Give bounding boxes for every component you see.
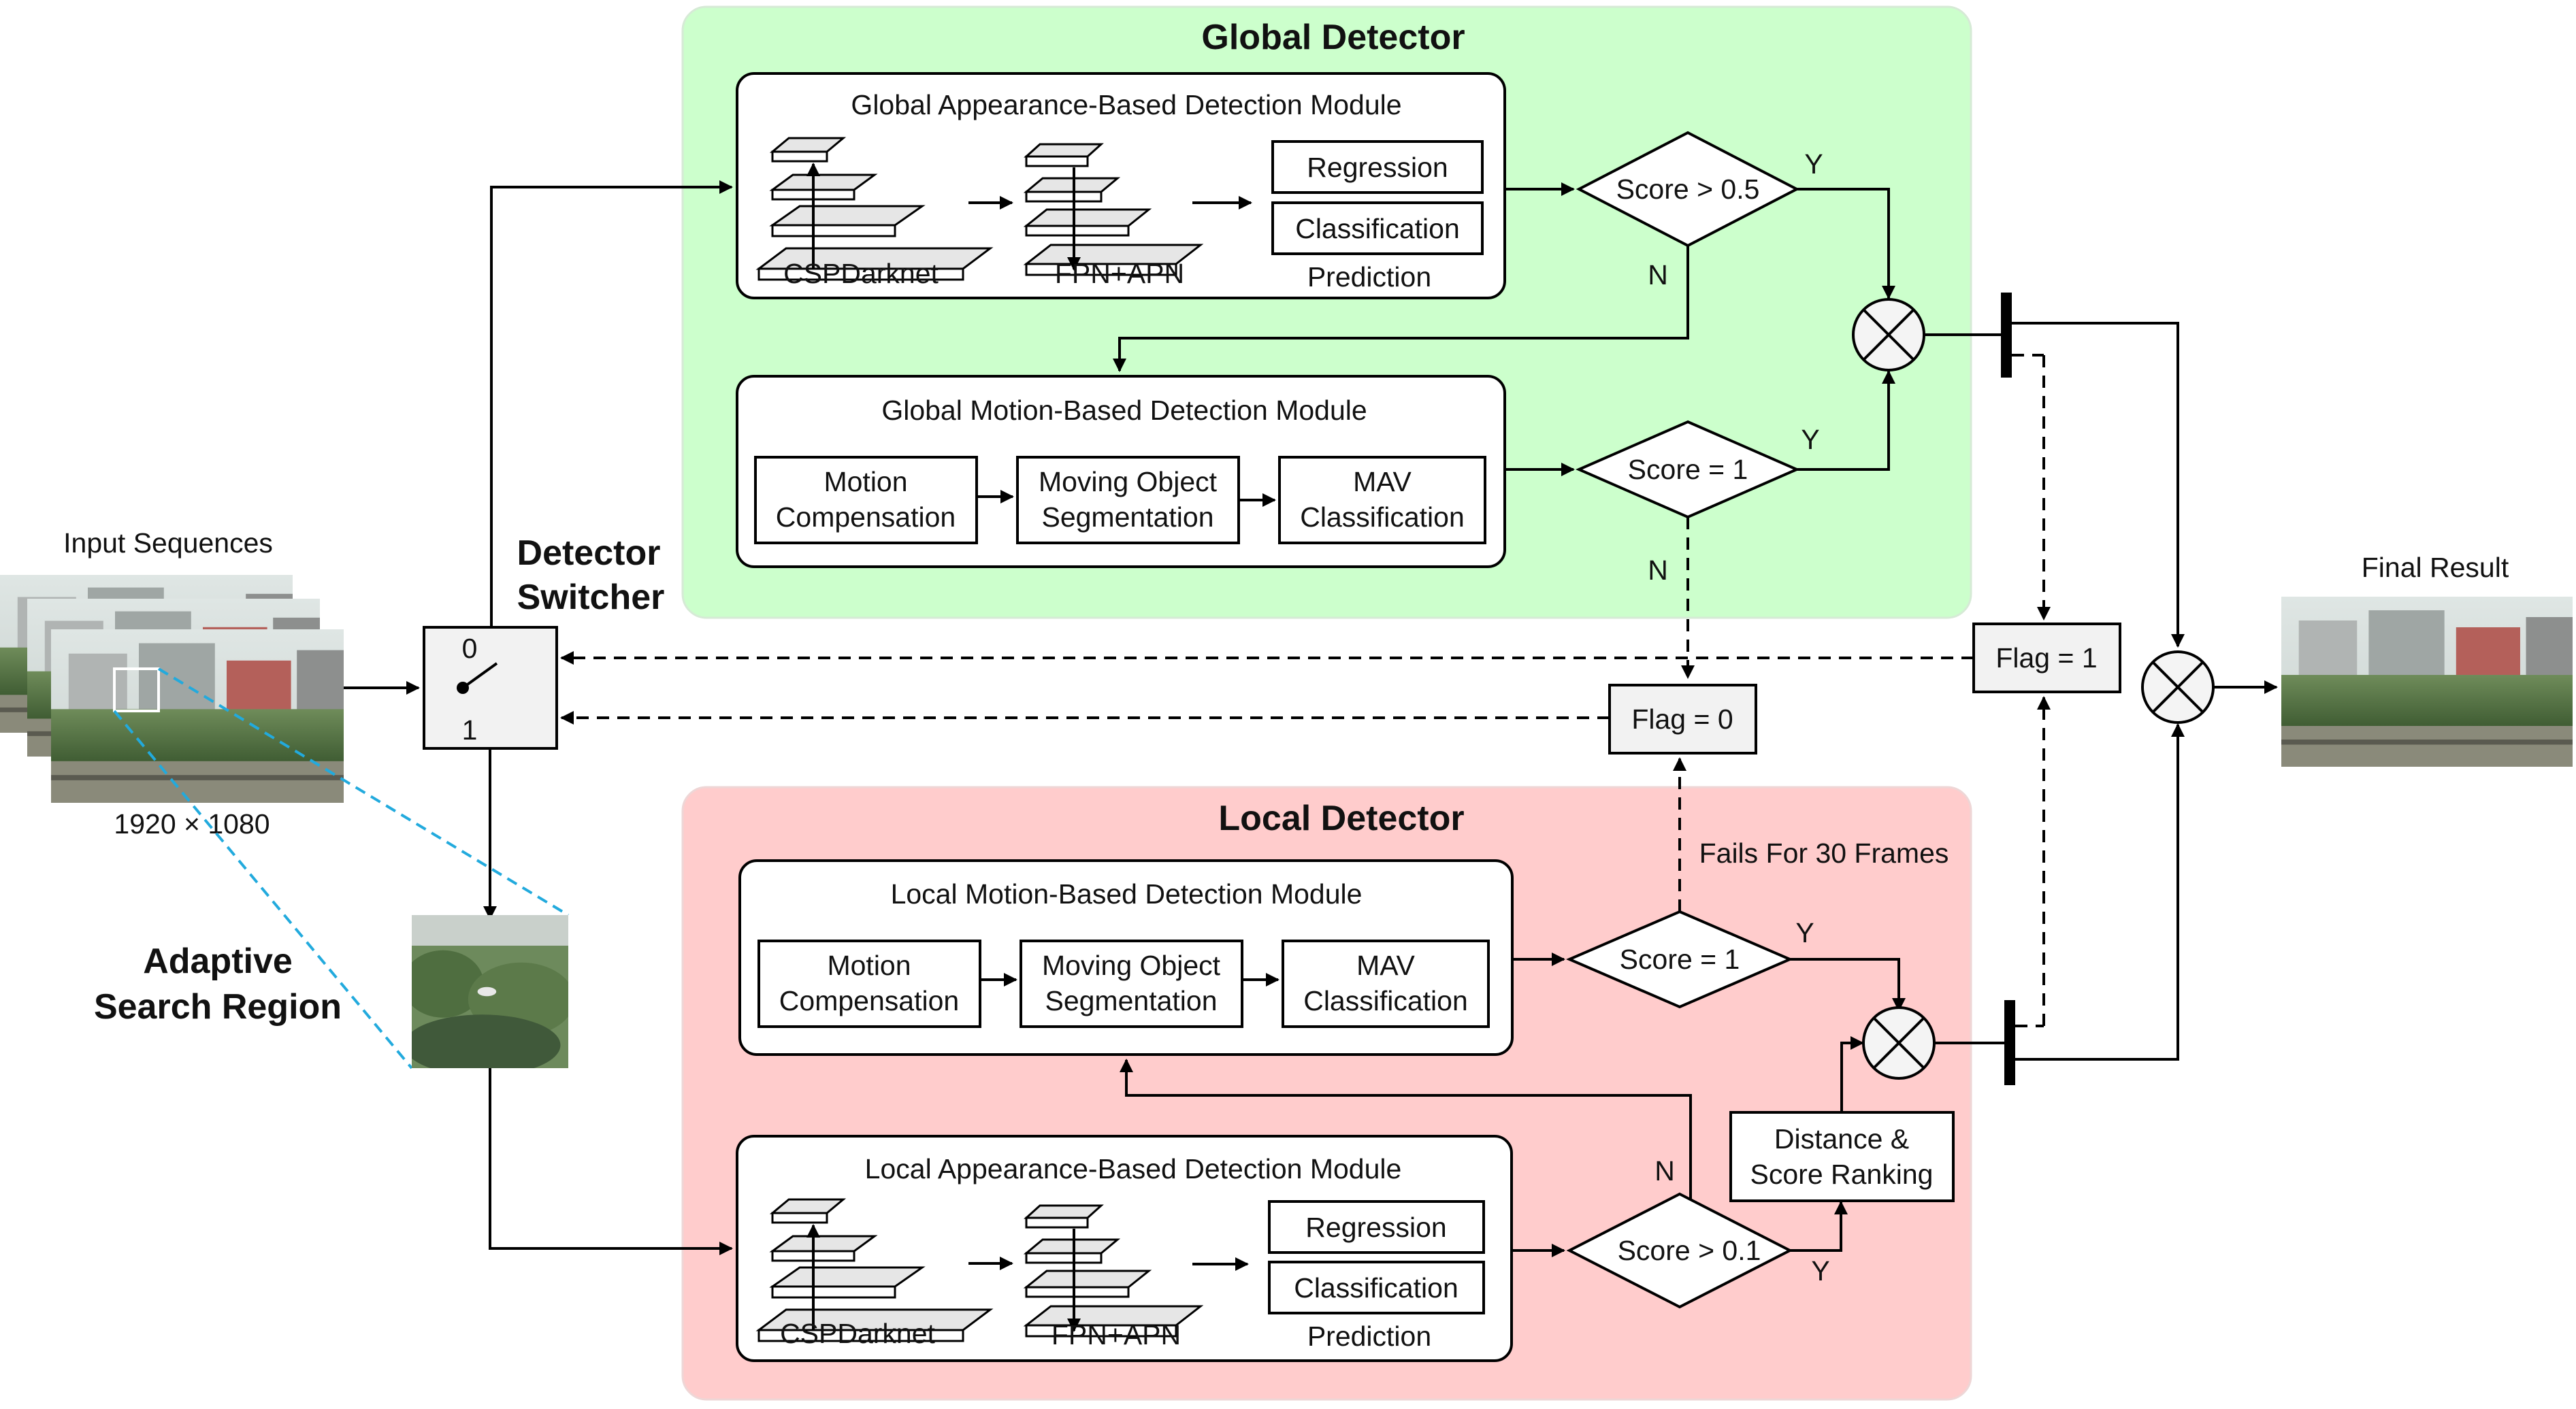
local-appearance-title: Local Appearance-Based Detection Module	[865, 1153, 1402, 1184]
fails-label: Fails For 30 Frames	[1699, 838, 1949, 869]
global-output-gate	[2001, 293, 2012, 378]
local-combiner-icon	[1862, 1006, 1936, 1080]
ranking-line1: Distance &	[1774, 1123, 1909, 1155]
local-score-label: Score > 0.1	[1618, 1235, 1761, 1266]
local-classification-box	[1268, 1261, 1485, 1314]
global-combiner-icon	[1852, 298, 1925, 371]
global-motion-step3-line1: MAV	[1353, 466, 1412, 497]
local-fpn-apn-icon	[1023, 1204, 1204, 1338]
global-motion-yes: Y	[1801, 424, 1819, 455]
local-backbone-label: CSPDarknet	[780, 1318, 935, 1349]
global-neck-label: FPN+APN	[1055, 258, 1184, 289]
global-classification-box	[1271, 201, 1484, 255]
global-motion-step1-line2: Compensation	[776, 501, 956, 533]
global-appearance-title: Global Appearance-Based Detection Module	[851, 89, 1401, 120]
global-detector-title: Global Detector	[1201, 18, 1465, 57]
local-motion-step2-line1: Moving Object	[1042, 950, 1221, 981]
local-motion-module: Local Motion-Based Detection Module Moti…	[738, 859, 1514, 1056]
global-motion-step3-line2: Classification	[1300, 501, 1465, 533]
local-motion-score-label: Score = 1	[1620, 944, 1740, 975]
global-classification-label: Classification	[1295, 213, 1460, 244]
ranking-line2: Score Ranking	[1750, 1159, 1934, 1190]
search-region-title-line2: Search Region	[94, 987, 342, 1027]
search-region-crop	[412, 915, 568, 1068]
local-motion-step1-line1: Motion	[827, 950, 911, 981]
global-prediction-label: Prediction	[1307, 261, 1431, 293]
ranking-box	[1729, 1111, 1955, 1202]
final-combiner-icon	[2141, 650, 2215, 724]
search-region-zoom-lines	[113, 667, 570, 1070]
input-resolution-label: 1920 × 1080	[114, 808, 270, 840]
flag-0-label: Flag = 0	[1631, 703, 1733, 735]
local-score-no: N	[1654, 1155, 1675, 1187]
detector-switcher-box	[423, 626, 558, 750]
search-region-title-line1: Adaptive	[143, 942, 293, 981]
global-motion-step2-line2: Segmentation	[1041, 501, 1213, 533]
local-score-yes: Y	[1811, 1255, 1829, 1287]
global-motion-module: Global Motion-Based Detection Module Mot…	[736, 375, 1506, 568]
local-motion-step3-line2: Classification	[1303, 985, 1468, 1016]
global-backbone-label: CSPDarknet	[783, 258, 939, 289]
switcher-pos1: 1	[462, 714, 478, 746]
local-motion-step1-line2: Compensation	[779, 985, 959, 1016]
global-score-no: N	[1648, 259, 1668, 291]
cspdarknet-icon	[757, 137, 992, 281]
switcher-pos0: 0	[462, 633, 478, 664]
local-prediction-label: Prediction	[1307, 1321, 1431, 1352]
flag-0-box	[1608, 684, 1757, 755]
local-score-decision	[1566, 1192, 1793, 1309]
flag-1-box	[1972, 623, 2121, 693]
global-regression-label: Regression	[1307, 152, 1448, 183]
local-classification-label: Classification	[1294, 1272, 1458, 1304]
switcher-title-line1: Detector	[517, 533, 661, 573]
global-motion-step1-line1: Motion	[824, 466, 907, 497]
local-detector-title: Local Detector	[1218, 799, 1464, 838]
local-motion-step2-line2: Segmentation	[1045, 985, 1217, 1016]
switch-icon	[457, 662, 498, 694]
global-motion-title: Global Motion-Based Detection Module	[881, 395, 1367, 426]
local-motion-yes: Y	[1795, 917, 1814, 948]
local-regression-label: Regression	[1305, 1212, 1446, 1243]
local-motion-decision	[1565, 910, 1794, 1009]
global-appearance-module: Global Appearance-Based Detection Module…	[736, 72, 1506, 299]
global-regression-box	[1271, 140, 1484, 194]
global-score-yes: Y	[1804, 148, 1823, 180]
local-regression-box	[1268, 1200, 1485, 1254]
global-motion-score-label: Score = 1	[1628, 454, 1748, 485]
local-cspdarknet-icon	[757, 1198, 992, 1342]
local-output-gate	[2004, 1000, 2015, 1085]
input-frame-stack	[0, 575, 344, 803]
local-motion-title: Local Motion-Based Detection Module	[891, 878, 1363, 910]
fpn-apn-icon	[1023, 143, 1204, 276]
global-motion-step2-line1: Moving Object	[1039, 466, 1218, 497]
final-result-image	[2281, 597, 2573, 767]
input-sequences-title: Input Sequences	[63, 527, 273, 559]
switcher-title-line2: Switcher	[517, 578, 665, 617]
global-motion-no: N	[1648, 554, 1668, 586]
local-appearance-module: Local Appearance-Based Detection Module …	[736, 1135, 1513, 1362]
final-result-title: Final Result	[2362, 552, 2509, 583]
flag-1-label: Flag = 1	[1995, 642, 2097, 674]
local-motion-step3-line1: MAV	[1356, 950, 1415, 981]
local-neck-label: FPN+APN	[1051, 1319, 1181, 1350]
global-score-label: Score > 0.5	[1616, 173, 1760, 205]
